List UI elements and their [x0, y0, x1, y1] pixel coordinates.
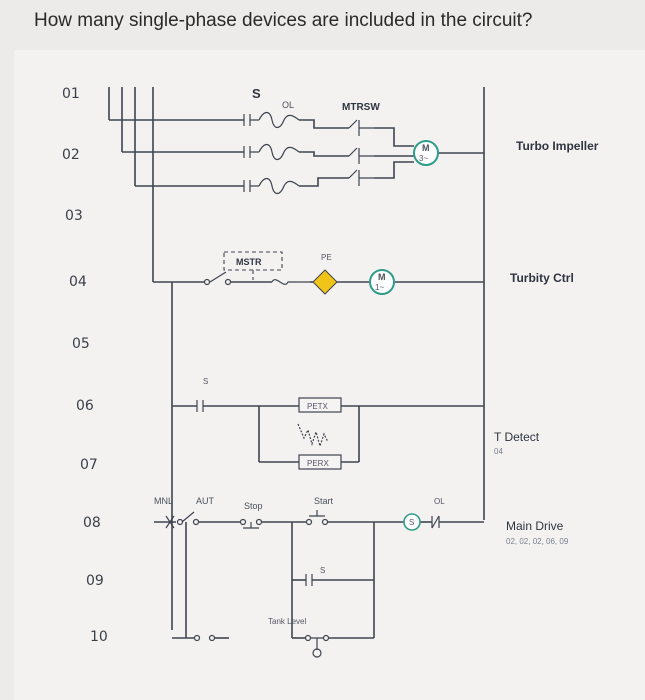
label-turbo-impeller: Turbo Impeller — [516, 139, 599, 153]
pe-label: PE — [321, 253, 332, 262]
pe-diamond-icon — [312, 269, 338, 295]
rung-number-04: 04 — [69, 274, 87, 290]
ladder-diagram: 01 02 03 04 05 06 07 08 09 10 — [62, 86, 599, 658]
s-label-rung06: S — [203, 377, 208, 386]
aut-label: AUT — [196, 496, 215, 506]
t-detect-ref: 04 — [494, 447, 503, 456]
rung-number-02: 02 — [62, 147, 80, 163]
solenoid-s: S — [409, 518, 414, 527]
rung-number-07: 07 — [80, 457, 98, 473]
overload-label: OL — [282, 100, 294, 110]
rung-06-07-circuit — [172, 397, 484, 470]
three-phase-feeders — [109, 111, 484, 195]
petx-box — [298, 397, 342, 413]
rung-number-06: 06 — [76, 398, 94, 414]
mtrsw-label: MTRSW — [342, 102, 380, 113]
perx-label: PERX — [307, 459, 329, 468]
main-drive-refs: 02, 02, 02, 06, 09 — [506, 537, 569, 546]
rung-number-09: 09 — [86, 573, 104, 589]
solenoid-circle-icon — [403, 513, 421, 531]
rung-number-10: 10 — [90, 629, 108, 645]
ol-label-rung08: OL — [434, 497, 445, 506]
tank-level-label: Tank Level — [268, 617, 306, 626]
breaker-label-s: S — [252, 86, 261, 101]
rung-04-circuit — [153, 251, 484, 295]
motor2-phase: 1~ — [375, 283, 384, 292]
petx-label: PETX — [307, 402, 329, 411]
start-label: Start — [314, 496, 334, 506]
stop-label: Stop — [244, 501, 263, 511]
motor1-m: M — [422, 143, 430, 153]
rung-number-08: 08 — [83, 515, 101, 531]
label-main-drive: Main Drive — [506, 519, 564, 533]
question-text: How many single-phase devices are includ… — [34, 10, 533, 31]
rung-number-01: 01 — [62, 86, 80, 102]
label-turbity-ctrl: Turbity Ctrl — [510, 271, 574, 285]
rung-08-circuit — [154, 510, 484, 658]
mstr-label: MSTR — [236, 257, 262, 267]
power-rails — [108, 87, 485, 630]
s-label-rung09: S — [320, 566, 325, 575]
motor1-phase: 3~ — [419, 154, 428, 163]
ladder-diagram-sheet: 01 02 03 04 05 06 07 08 09 10 — [14, 50, 645, 700]
mnl-label: MNL — [154, 496, 173, 506]
label-t-detect: T Detect — [494, 430, 540, 444]
motor2-m: M — [378, 272, 386, 282]
rung-number-03: 03 — [65, 208, 83, 224]
rung-number-05: 05 — [72, 336, 90, 352]
three-phase-motor-icon — [413, 140, 439, 166]
single-phase-motor-icon — [369, 269, 395, 295]
